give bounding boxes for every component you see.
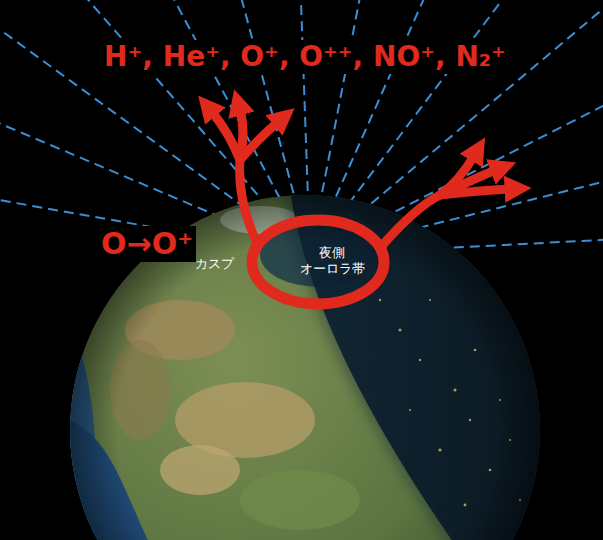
outflow-arrow	[240, 122, 278, 160]
globe	[40, 190, 560, 540]
cusp-outflow	[240, 160, 258, 245]
nightside-outflow	[380, 195, 440, 248]
ionization-label: O→O⁺	[98, 226, 196, 262]
region-label: 夜側 オーロラ帯	[296, 245, 368, 276]
outflow-arrow	[212, 112, 240, 160]
region-label: カスプ	[195, 256, 234, 272]
convection-loop	[252, 220, 384, 304]
outflow-arrow	[440, 189, 510, 195]
ion-flow-arrows	[212, 110, 510, 304]
ion-list: H⁺, He⁺, O⁺, O⁺⁺, NO⁺, N₂⁺	[101, 40, 509, 74]
